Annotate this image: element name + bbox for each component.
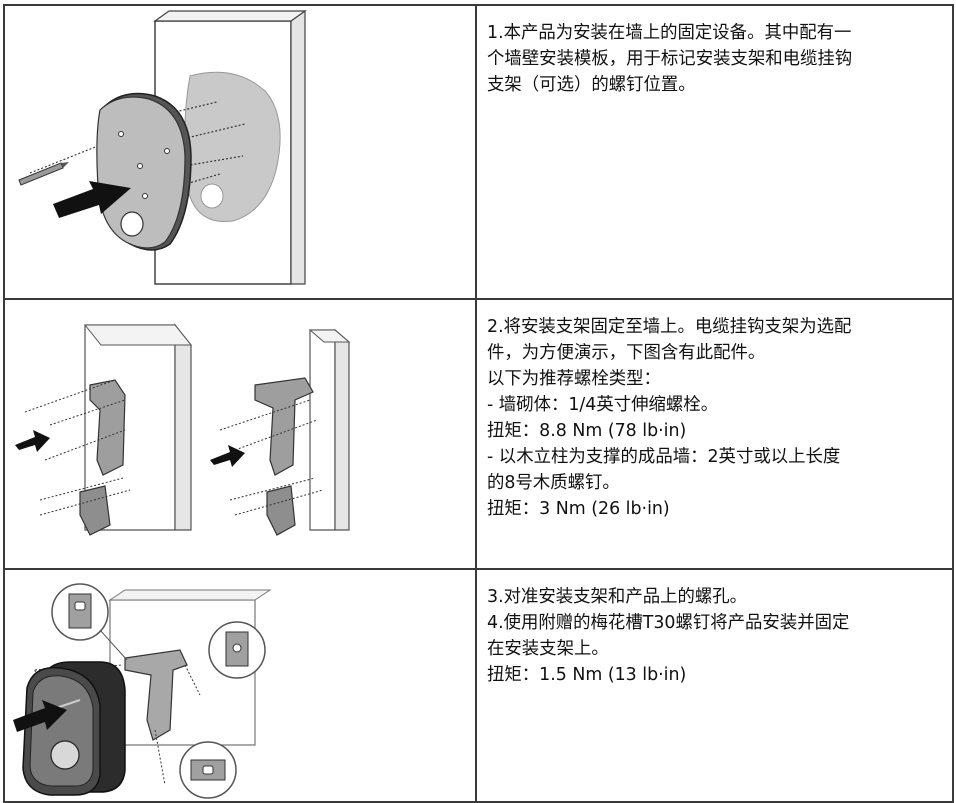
instruction-line: 以下为推荐螺栓类型： [487,369,661,389]
instruction-line: 扭矩：1.5 Nm (13 lb·in) [487,665,687,685]
instruction-text-2: 2.将安装支架固定至墙上。电缆挂钩支架为选配 件，为方便演示，下图含有此配件。 … [475,298,954,570]
instruction-table: 1.本产品为安装在墙上的固定设备。其中配有一 个墙壁安装模板，用于标记安装支架和… [3,4,954,803]
instruction-row-2: 2.将安装支架固定至墙上。电缆挂钩支架为选配 件，为方便演示，下图含有此配件。 … [3,298,954,570]
instruction-text-1: 1.本产品为安装在墙上的固定设备。其中配有一 个墙壁安装模板，用于标记安装支架和… [475,4,954,300]
instruction-line: 3.对准安装支架和产品上的螺孔。 [487,587,748,607]
instruction-line: - 以木立柱为支撑的成品墙：2英寸或以上长度 [487,447,841,467]
wall-template-illustration [18,9,307,285]
instruction-line: 件，为方便演示，下图含有此配件。 [487,343,766,363]
bracket-right [254,377,314,536]
instruction-line: 扭矩：3 Nm (26 lb·in) [487,499,670,519]
instruction-line: 在安装支架上。 [487,639,609,659]
illustration-cell-1 [3,4,477,300]
instruction-line: 的8号木质螺钉。 [487,473,620,493]
instruction-line: 4.使用附赠的梅花槽T30螺钉将产品安装并固定 [487,613,850,633]
illustration-cell-2 [3,298,477,570]
instruction-line: 扭矩：8.8 Nm (78 lb·in) [487,421,687,441]
illustration-cell-3 [3,568,477,803]
instruction-line: 支架（可选）的螺钉位置。 [487,75,696,95]
instruction-text-3: 3.对准安装支架和产品上的螺孔。 4.使用附赠的梅花槽T30螺钉将产品安装并固定… [475,568,954,803]
bracket-mounting-illustration [15,323,351,536]
instruction-line: 个墙壁安装模板，用于标记安装支架和电缆挂钩 [487,49,853,69]
instruction-line: 2.将安装支架固定至墙上。电缆挂钩支架为选配 [487,317,852,337]
instruction-row-1: 1.本产品为安装在墙上的固定设备。其中配有一 个墙壁安装模板，用于标记安装支架和… [3,4,954,300]
instruction-line: - 墙砌体：1/4英寸伸缩螺栓。 [487,395,719,415]
instruction-row-3: 3.对准安装支架和产品上的螺孔。 4.使用附赠的梅花槽T30螺钉将产品安装并固定… [3,568,954,803]
instruction-line: 1.本产品为安装在墙上的固定设备。其中配有一 [487,23,852,43]
bracket-left [79,379,126,536]
product-mounting-illustration [13,583,272,799]
